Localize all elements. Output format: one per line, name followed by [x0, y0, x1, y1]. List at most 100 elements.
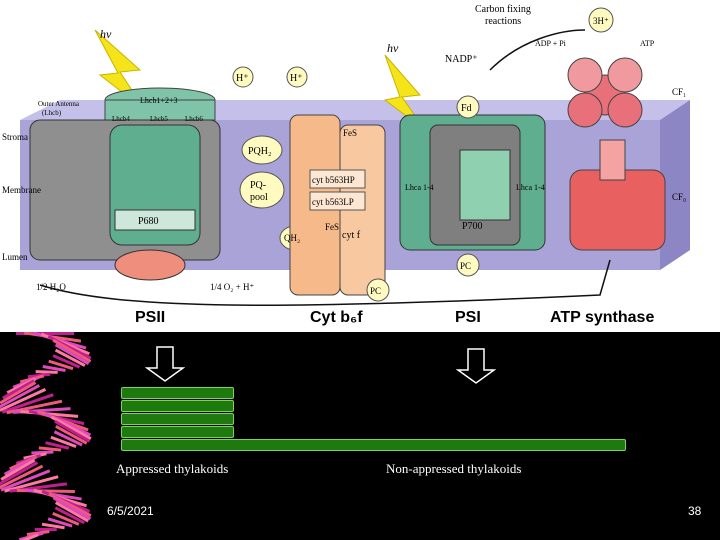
dna-stripe [52, 354, 81, 369]
dna-stripe [54, 348, 86, 367]
atp-synthase-title: ATP synthase [550, 309, 654, 326]
hv-label-2: hν [387, 41, 399, 55]
fd-circle [456, 95, 480, 119]
pq-pool [239, 171, 285, 209]
outer-antenna-label-2: (Lhcb) [42, 109, 62, 117]
pqh2-label: PQH₂ [248, 146, 272, 157]
psii-title: PSII [135, 309, 165, 326]
dna-stripe [4, 475, 59, 493]
lhcb5-label: Lhcb5 [150, 115, 168, 123]
photosynthesis-diagram: hν hν Carbon fixing reactions NADP⁺ 3H⁺ … [0, 0, 720, 332]
cytb6f-title: Cyt b₆f [310, 309, 363, 326]
lhca-left-label: Lhca 1-4 [405, 183, 434, 192]
stroma-label: Stroma [2, 132, 28, 142]
pq-pool-label-2: pool [250, 192, 268, 203]
dna-stripe [2, 379, 35, 400]
dna-stripe [1, 393, 54, 414]
dna-stripe [6, 377, 36, 395]
nadph-arrow [489, 29, 586, 71]
dna-stripe [53, 430, 83, 447]
dna-stripe [54, 506, 86, 525]
fd-label: Fd [461, 103, 472, 114]
dna-stripe [47, 517, 73, 528]
lumen-label: Lumen [2, 252, 28, 262]
pc-circle [366, 278, 390, 302]
dna-stripe [0, 469, 51, 492]
cytb6f-complex [289, 114, 386, 296]
dna-stripe [35, 370, 58, 374]
cf1-label: CF₁ [672, 87, 686, 97]
dna-stripe [54, 343, 90, 366]
qh2-label: QH₂ [284, 233, 300, 243]
psii-complex [29, 87, 221, 281]
fes-label: FeS [325, 222, 339, 232]
fes-label-2: FeS [343, 128, 357, 138]
p700-label: P700 [462, 221, 483, 232]
appressed-thylakoid-bar [121, 387, 234, 399]
dna-stripe [50, 415, 92, 440]
slide-date: 6/5/2021 [107, 504, 154, 518]
lhcb4-label: Lhcb4 [112, 115, 130, 123]
h-plus-circle [232, 66, 254, 88]
dna-stripe [0, 464, 44, 489]
hv-label: hν [100, 27, 112, 41]
dna-stripe [38, 446, 62, 452]
dna-helix-decoration [0, 331, 92, 540]
diagram-svg: hν hν Carbon fixing reactions NADP⁺ 3H⁺ … [2, 4, 690, 326]
dna-stripe [52, 338, 92, 363]
appressed-thylakoid-bar [121, 400, 234, 412]
dna-stripe [0, 458, 36, 481]
dna-stripe [41, 522, 65, 530]
carbon-fixing-label: Carbon fixing [475, 4, 531, 15]
h-plus-label-2: H⁺ [290, 73, 303, 84]
dna-stripe [3, 457, 36, 476]
lhca-right-label: Lhca 1-4 [516, 183, 545, 192]
water-label: 1/2 H₂O [36, 282, 66, 292]
down-arrow-icon [145, 346, 185, 382]
dna-stripe [42, 364, 66, 372]
three-h-circle [588, 7, 614, 33]
nonappressed-caption: Non-appressed thylakoids [386, 461, 522, 476]
p680-label: P680 [138, 216, 159, 227]
pc-circle-2 [456, 253, 480, 277]
pc-label-2: PC [460, 261, 471, 271]
dna-stripe [47, 335, 92, 360]
lhcb123-label: Lhcb1+2+3 [140, 96, 177, 105]
appressed-caption: Appressed thylakoids [116, 461, 229, 476]
dna-stripe [48, 359, 74, 371]
slide-number: 38 [688, 504, 702, 518]
dna-stripe [52, 496, 92, 521]
three-h-label: 3H⁺ [593, 16, 609, 26]
proton-flow-arrow [39, 259, 611, 306]
pq-pool-label: PQ- [250, 180, 266, 191]
cyt-f-label: cyt f [342, 230, 361, 241]
cyt-b563lp-label: cyt b563LP [312, 197, 354, 207]
pc-label: PC [370, 286, 381, 296]
dna-stripe [0, 461, 39, 486]
dna-stripe [16, 332, 74, 335]
appressed-thylakoid-bar [121, 426, 234, 438]
dna-stripe [45, 441, 70, 450]
h-plus-circle [286, 66, 308, 88]
atp-synthase-complex [567, 57, 666, 251]
psi-title: PSI [455, 309, 481, 326]
cf0-label: CF₀ [672, 192, 686, 202]
appressed-thylakoid-bar [121, 413, 234, 425]
dna-stripe [54, 501, 89, 523]
dna-stripe [31, 450, 54, 455]
nadp-label: NADP⁺ [445, 54, 478, 65]
membrane-label: Membrane [2, 185, 41, 195]
non-appressed-thylakoid-bar [121, 439, 626, 451]
h-plus-label: H⁺ [236, 73, 249, 84]
dna-stripe [55, 424, 88, 445]
cyt-b563hp-label: cyt b563HP [312, 175, 355, 185]
dna-stripe [50, 435, 77, 448]
dna-stripe [34, 527, 57, 532]
down-arrow-icon-2 [456, 348, 496, 384]
adp-pi-label: ADP + Pi [535, 39, 567, 48]
dna-stripe [27, 372, 51, 379]
lhcb6-label: Lhcb6 [185, 115, 203, 123]
membrane-side [660, 100, 690, 270]
dna-stripe [48, 492, 92, 518]
dna-stripe [54, 419, 91, 443]
